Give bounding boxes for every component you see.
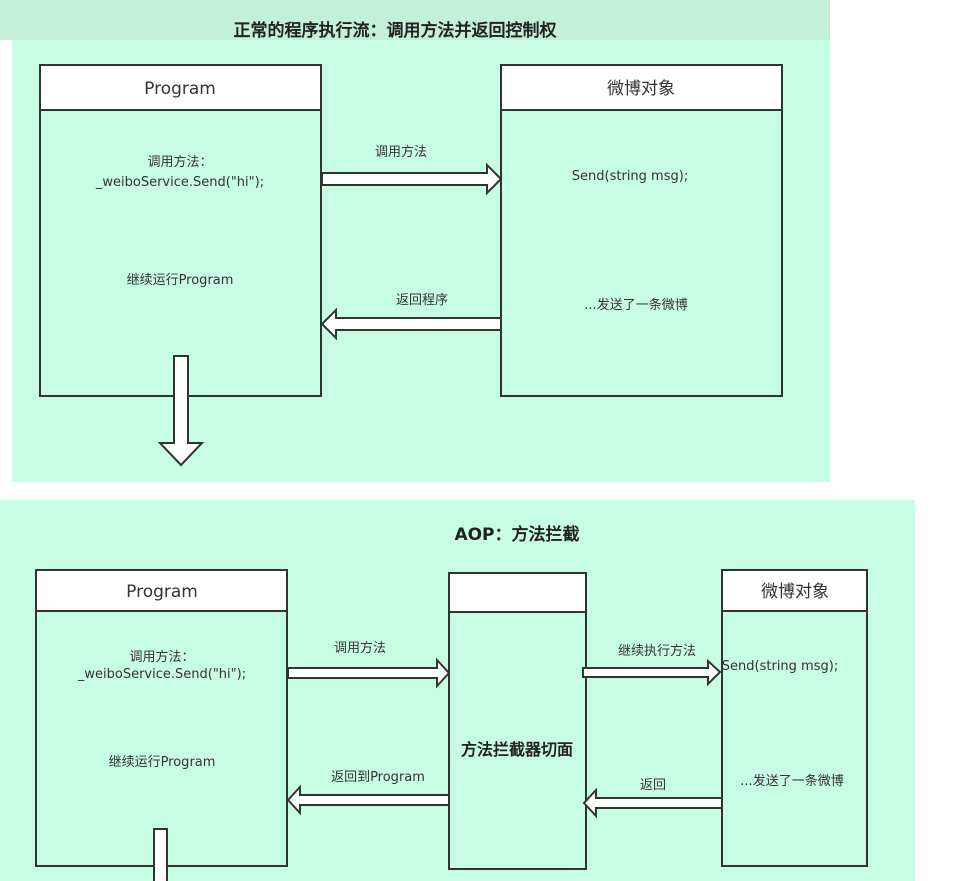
- bottom-weibo-header: 微博对象: [761, 582, 829, 602]
- bottom-program-header: Program: [126, 582, 198, 602]
- top-weibo-line1: Send(string msg);: [572, 169, 688, 184]
- top-program-line1: 调用方法：: [147, 154, 212, 170]
- bottom-return-arrow: [582, 787, 723, 819]
- bottom-call-arrow: [287, 657, 451, 689]
- bottom-program-line2: _weiboService.Send("hi");: [77, 667, 246, 682]
- bottom-program-box: Program 调用方法： _weiboService.Send("hi"); …: [35, 569, 288, 867]
- top-call-label: 调用方法: [375, 144, 427, 160]
- bottom-return-program-label: 返回到Program: [331, 770, 425, 785]
- top-title-band: [0, 0, 830, 40]
- top-continue-down-arrow: [157, 355, 205, 467]
- bottom-continue-label: 继续执行方法: [618, 643, 696, 659]
- bottom-interceptor-box: 方法拦截器切面: [448, 572, 587, 870]
- bottom-return-label: 返回: [640, 778, 666, 793]
- top-program-box: Program 调用方法： _weiboService.Send("hi"); …: [39, 64, 322, 397]
- bottom-continue-arrow: [582, 658, 722, 687]
- top-weibo-header: 微博对象: [607, 79, 675, 99]
- bottom-continue-down-arrow: [153, 828, 168, 881]
- bottom-weibo-line1: Send(string msg);: [722, 659, 838, 674]
- top-program-line3: 继续运行Program: [127, 273, 234, 288]
- bottom-title: AOP：方法拦截: [454, 524, 579, 545]
- bottom-weibo-line2: ...发送了一条微博: [740, 773, 843, 789]
- bottom-program-line1: 调用方法：: [129, 649, 194, 665]
- bottom-program-line3: 继续运行Program: [109, 755, 216, 770]
- top-program-header: Program: [144, 79, 216, 99]
- bottom-interceptor-label: 方法拦截器切面: [461, 740, 573, 759]
- top-title: 正常的程序执行流：调用方法并返回控制权: [234, 20, 558, 41]
- bottom-return-program-arrow: [286, 784, 450, 816]
- top-weibo-box: 微博对象 Send(string msg); ...发送了一条微博: [500, 64, 783, 397]
- top-return-arrow: [320, 307, 502, 341]
- top-program-line2: _weiboService.Send("hi");: [95, 175, 264, 190]
- top-weibo-line2: ...发送了一条微博: [584, 297, 687, 313]
- bottom-weibo-box: 微博对象 Send(string msg); ...发送了一条微博: [721, 569, 868, 867]
- top-return-label: 返回程序: [396, 293, 448, 308]
- top-call-arrow: [321, 162, 503, 196]
- bottom-call-label: 调用方法: [334, 640, 386, 656]
